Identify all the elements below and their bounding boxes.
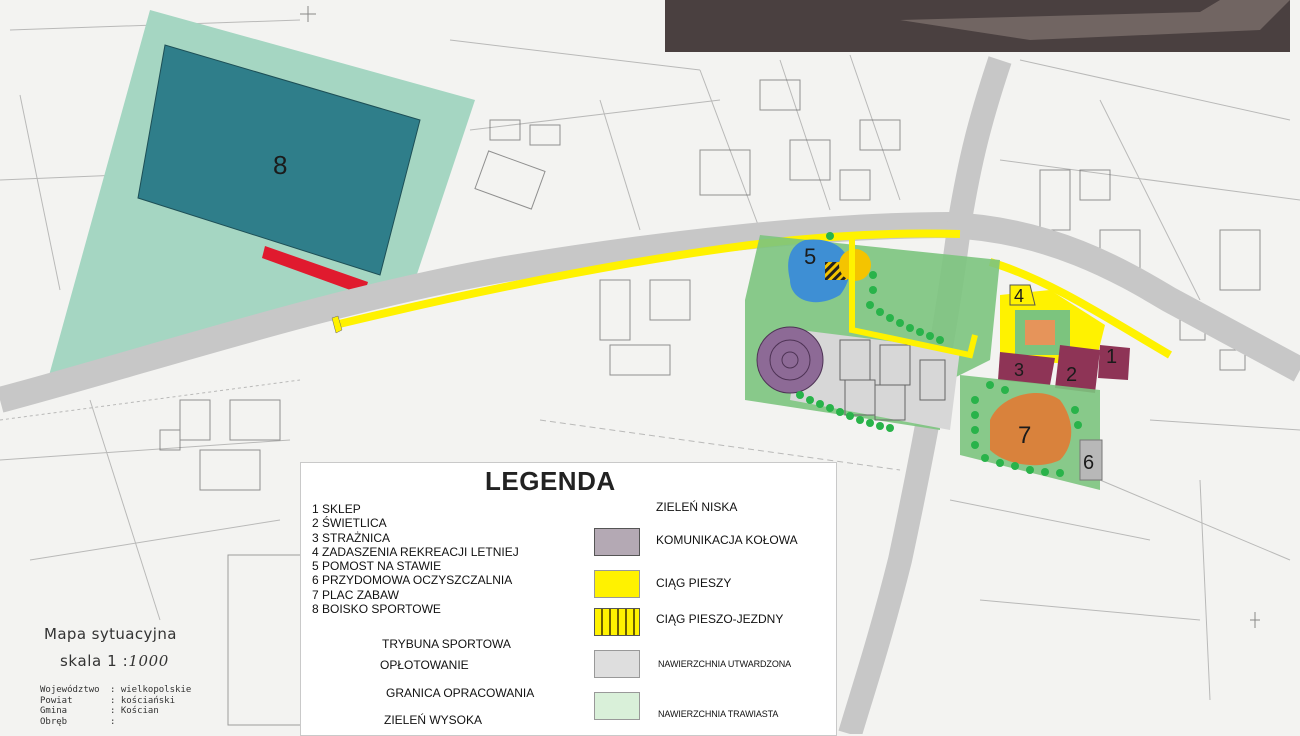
parking-stalls <box>839 339 946 421</box>
shelter-roof <box>1009 284 1036 306</box>
trees <box>796 232 1082 477</box>
traffic-circle <box>756 326 824 394</box>
scale-prefix: skala 1 : <box>60 652 129 670</box>
legend-label-fence: OPŁOTOWANIE <box>380 658 469 672</box>
meta-key: Gmina <box>40 706 68 716</box>
legend-label-road: KOMUNIKACJA KOŁOWA <box>656 533 798 547</box>
building-1 <box>1098 345 1130 380</box>
site-number-7: 7 <box>1018 422 1032 449</box>
legend-swatch-grass <box>594 692 640 720</box>
legend-swatch-pedestrian <box>594 570 640 598</box>
pedestrian-path-east <box>988 258 1173 359</box>
legend-item: 7 PLAC ZABAW <box>312 587 399 602</box>
legend-label-grass: NAWIERZCHNIA TRAWIASTA <box>658 709 779 719</box>
pond <box>788 239 850 303</box>
legend-item: 6 PRZYDOMOWA OCZYSZCZALNIA <box>312 573 513 588</box>
meta-value: : kościański <box>110 695 176 706</box>
meta-key: Powiat <box>40 695 73 706</box>
field-area <box>137 44 421 276</box>
meta-key: Obręb <box>40 716 68 727</box>
meta-row: Gmina : Kościan <box>40 706 191 717</box>
grid-cross-2 <box>300 6 316 22</box>
legend-swatch-mixed <box>594 608 640 636</box>
legend-label-grandstand: TRYBUNA SPORTOWA <box>382 637 511 651</box>
building-2 <box>1055 345 1100 393</box>
legend-label-pedestrian: CIĄG PIESZY <box>656 576 732 590</box>
playground <box>990 392 1072 466</box>
pedestrian-marker <box>331 315 343 334</box>
legend-item: 4 ZADASZENIA REKREACJI LETNIEJ <box>312 544 519 559</box>
legend-label-boundary: GRANICA OPRACOWANIA <box>386 686 535 700</box>
meta-row: Obręb: <box>40 717 191 728</box>
cadastral-buildings <box>159 79 1261 491</box>
meta-key: Województwo <box>40 685 100 695</box>
grid-cross <box>1250 612 1260 628</box>
grandstand <box>262 246 368 295</box>
treatment-plant <box>1079 439 1103 481</box>
meta-row: Województwo : wielkopolskie <box>40 685 191 696</box>
map-title: Mapa sytuacyjna <box>44 625 177 643</box>
scale-value: 1000 <box>128 652 169 670</box>
legend-panel <box>300 462 837 736</box>
site-number-5: 5 <box>804 244 817 269</box>
meta-row: Powiat : kościański <box>40 696 191 707</box>
pedestrian-path-road <box>334 229 961 329</box>
legend-item: 3 STRAŻNICA <box>312 530 391 545</box>
legend-label-hard: NAWIERZCHNIA UTWARDZONA <box>658 659 792 669</box>
inner-playfield <box>1025 320 1055 345</box>
site-number-1: 1 <box>1106 346 1118 368</box>
legend-label-high-green: ZIELEŃ WYSOKA <box>384 713 483 727</box>
field-number: 8 <box>273 150 288 180</box>
map-scale: skala 1 :1000 <box>60 652 169 670</box>
title-block-meta: Województwo : wielkopolskie Powiat : kości… <box>40 685 191 727</box>
legend-label-mixed: CIĄG PIESZO-JEZDNY <box>656 612 784 626</box>
legend-title: LEGENDA <box>485 466 616 496</box>
building-3 <box>998 352 1055 385</box>
legend-swatch-hard <box>594 650 640 678</box>
site-number-6: 6 <box>1083 452 1095 474</box>
cadastral-lines <box>0 19 1300 701</box>
meta-value: : <box>110 716 116 727</box>
legend-numbered-list: 1 SKLEP 2 ŚWIETLICA 3 STRAŻNICA 4 ZADASZ… <box>312 502 519 616</box>
legend-item: 1 SKLEP <box>312 502 361 516</box>
photo-strip-highlight <box>900 0 1290 40</box>
legend-item: 2 ŚWIETLICA <box>312 516 387 531</box>
site-number-2: 2 <box>1066 364 1078 386</box>
legend-item: 5 POMOST NA STAWIE <box>312 559 442 574</box>
meta-value: : Kościan <box>110 706 159 716</box>
legend-label-low-green: ZIELEŃ NISKA <box>656 500 738 514</box>
scan-stamp-frame <box>227 554 304 726</box>
site-number-4: 4 <box>1014 286 1025 306</box>
site-number-3: 3 <box>1014 360 1025 380</box>
pedestrian-path-inner <box>849 232 978 359</box>
meta-value: : wielkopolskie <box>110 685 192 695</box>
legend-item: 8 BOISKO SPORTOWE <box>312 602 441 617</box>
legend-swatch-road <box>594 528 640 556</box>
